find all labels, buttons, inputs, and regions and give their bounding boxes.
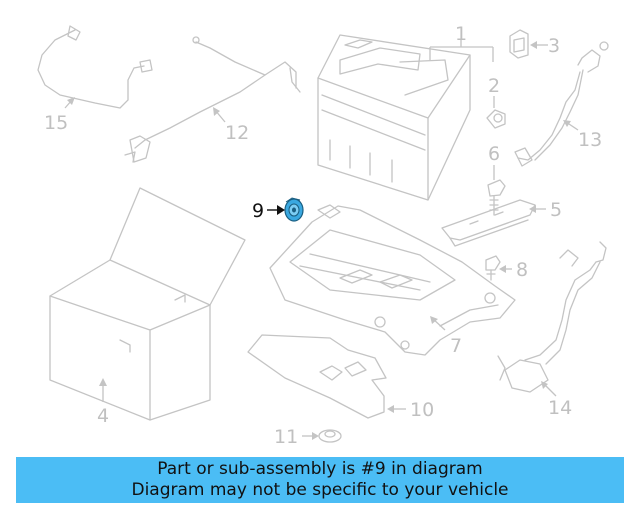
callout-6: 6	[488, 143, 500, 165]
callout-7: 7	[450, 335, 462, 357]
leader-lines	[64, 40, 579, 440]
callout-9: 9	[252, 200, 264, 222]
callout-4: 4	[97, 405, 109, 427]
hold-down-clamp-part-5	[441, 199, 536, 247]
highlighted-clip-part-9	[284, 197, 304, 222]
callout-3: 3	[548, 35, 560, 57]
callout-2: 2	[488, 75, 500, 97]
plug-part-2	[486, 109, 506, 129]
callout-10: 10	[410, 399, 434, 421]
callout-5: 5	[550, 199, 562, 221]
cable-part-15	[37, 25, 153, 109]
grommet-part-11	[318, 429, 342, 443]
negative-cable-part-12	[124, 36, 301, 163]
terminal-cover-part-3	[509, 29, 529, 59]
callout-11: 11	[274, 426, 298, 448]
bolt-part-8	[485, 255, 501, 281]
info-banner: Part or sub-assembly is #9 in diagram Di…	[16, 457, 624, 503]
wiring-harness-part-14	[497, 241, 607, 393]
battery-insulator-part-4	[49, 187, 246, 421]
battery-tray-part-7	[269, 204, 516, 356]
callout-12: 12	[225, 122, 249, 144]
callout-15: 15	[44, 112, 68, 134]
callout-labels: 1 2 3 4 5 6 7 8 9 10 11 12 13 14 15	[44, 23, 602, 448]
callout-1: 1	[455, 23, 467, 45]
bracket-part-10	[247, 334, 387, 419]
callout-13: 13	[578, 129, 602, 151]
positive-cable-part-13	[514, 41, 609, 167]
callout-8: 8	[516, 259, 528, 281]
battery-part-1	[317, 34, 471, 201]
banner-line-part-number: Part or sub-assembly is #9 in diagram	[157, 459, 483, 479]
callout-14: 14	[548, 397, 572, 419]
bolt-part-6	[487, 179, 506, 216]
banner-line-disclaimer: Diagram may not be specific to your vehi…	[131, 480, 509, 500]
